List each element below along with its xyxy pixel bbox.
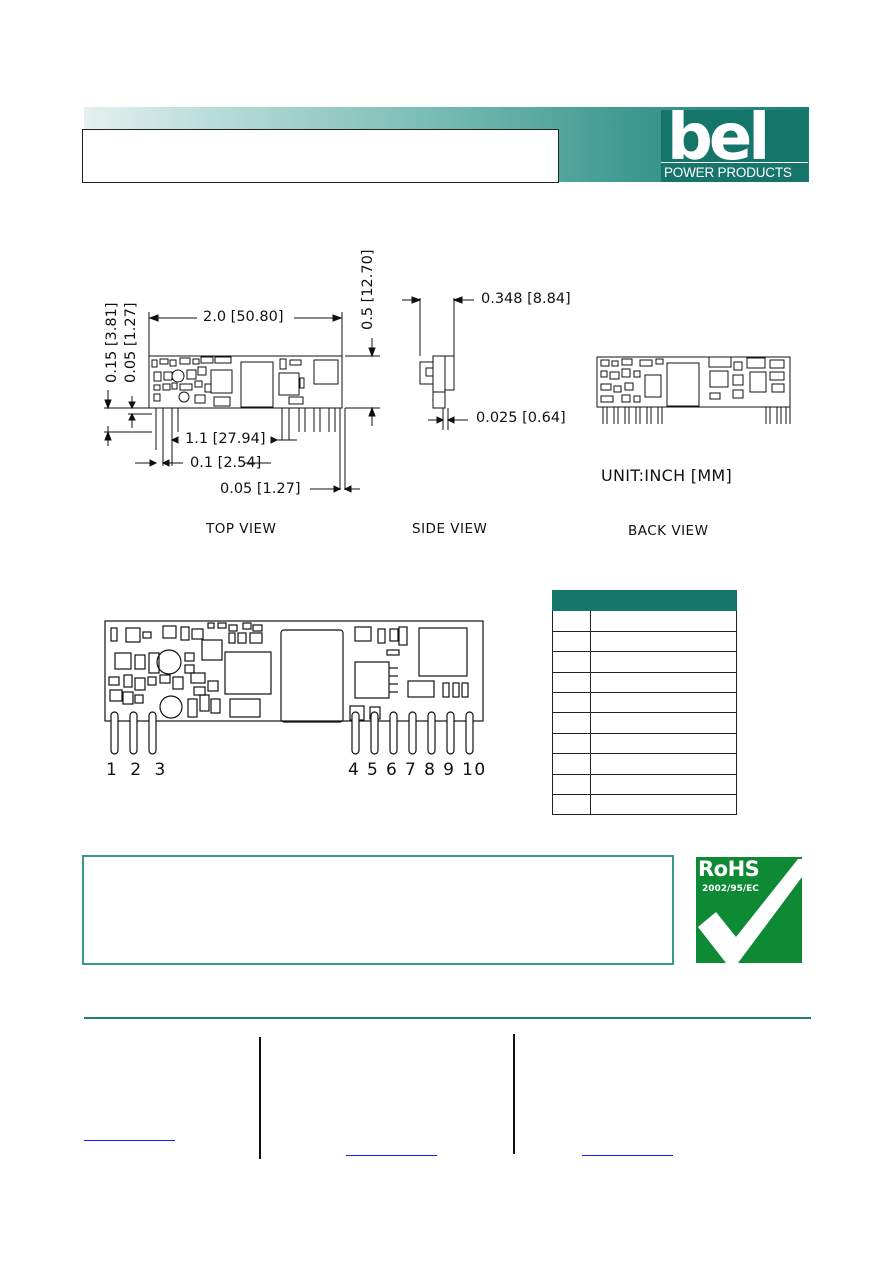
rohs-badge: RoHS 2002/95/EC — [696, 857, 802, 963]
footer-link-2[interactable] — [346, 1155, 437, 1156]
pin-table-row — [552, 671, 737, 693]
pin-table-row — [552, 630, 737, 653]
pin-table-row — [552, 732, 737, 755]
top-view-board — [148, 355, 343, 409]
pin-table-row — [552, 793, 737, 816]
unit-label: UNIT:INCH [MM] — [601, 466, 733, 485]
back-view-label: BACK VIEW — [628, 523, 709, 539]
pin-table-row — [552, 691, 737, 714]
logo-text: bel — [667, 101, 770, 175]
module-drawing — [104, 620, 484, 755]
footer-rule — [84, 1017, 811, 1019]
footer-link-3[interactable] — [582, 1155, 673, 1156]
notes-box — [82, 855, 674, 965]
pin-table-row — [552, 753, 737, 775]
logo-divider — [661, 162, 808, 163]
rohs-directive: 2002/95/EC — [702, 884, 759, 894]
dim-pin-thickness: 0.025 [0.64] — [476, 410, 566, 426]
pin-table — [552, 589, 737, 816]
pin-table-row — [552, 712, 737, 734]
rohs-title: RoHS — [698, 857, 760, 881]
footer-link-1[interactable] — [84, 1140, 175, 1141]
pin-numbers-left: 1 2 3 — [106, 760, 170, 780]
pin-numbers-right: 4 5 6 7 8 9 10 — [348, 760, 487, 780]
dim-length: 2.0 [50.80] — [203, 309, 284, 325]
top-view-label: TOP VIEW — [206, 521, 277, 537]
dim-pin-edge: 0.05 [1.27] — [220, 481, 301, 497]
dim-pin-offset-b: 0.05 [1.27] — [123, 302, 139, 384]
side-view-board — [432, 355, 446, 409]
side-view-label: SIDE VIEW — [412, 521, 488, 537]
pin-table-header — [552, 589, 737, 612]
module-board — [104, 620, 484, 722]
dim-pin-span: 1.1 [27.94] — [185, 431, 266, 447]
footer-divider-1 — [259, 1037, 261, 1159]
logo-subtitle: POWER PRODUCTS — [664, 165, 792, 180]
dim-pin-offset-a: 0.15 [3.81] — [104, 302, 120, 384]
pin-table-row — [552, 610, 737, 632]
mechanical-drawing — [104, 296, 791, 493]
dim-thickness: 0.348 [8.84] — [481, 291, 571, 307]
pin-table-row — [552, 773, 737, 795]
dim-pin-pitch: 0.1 [2.54] — [190, 455, 262, 471]
back-view-board — [596, 356, 791, 408]
pin-table-row — [552, 651, 737, 673]
footer-divider-2 — [513, 1034, 515, 1154]
bel-logo: bel POWER PRODUCTS — [661, 106, 808, 182]
dim-height: 0.5 [12.70] — [360, 249, 376, 331]
title-box — [82, 129, 559, 183]
checkmark-icon — [698, 859, 802, 963]
